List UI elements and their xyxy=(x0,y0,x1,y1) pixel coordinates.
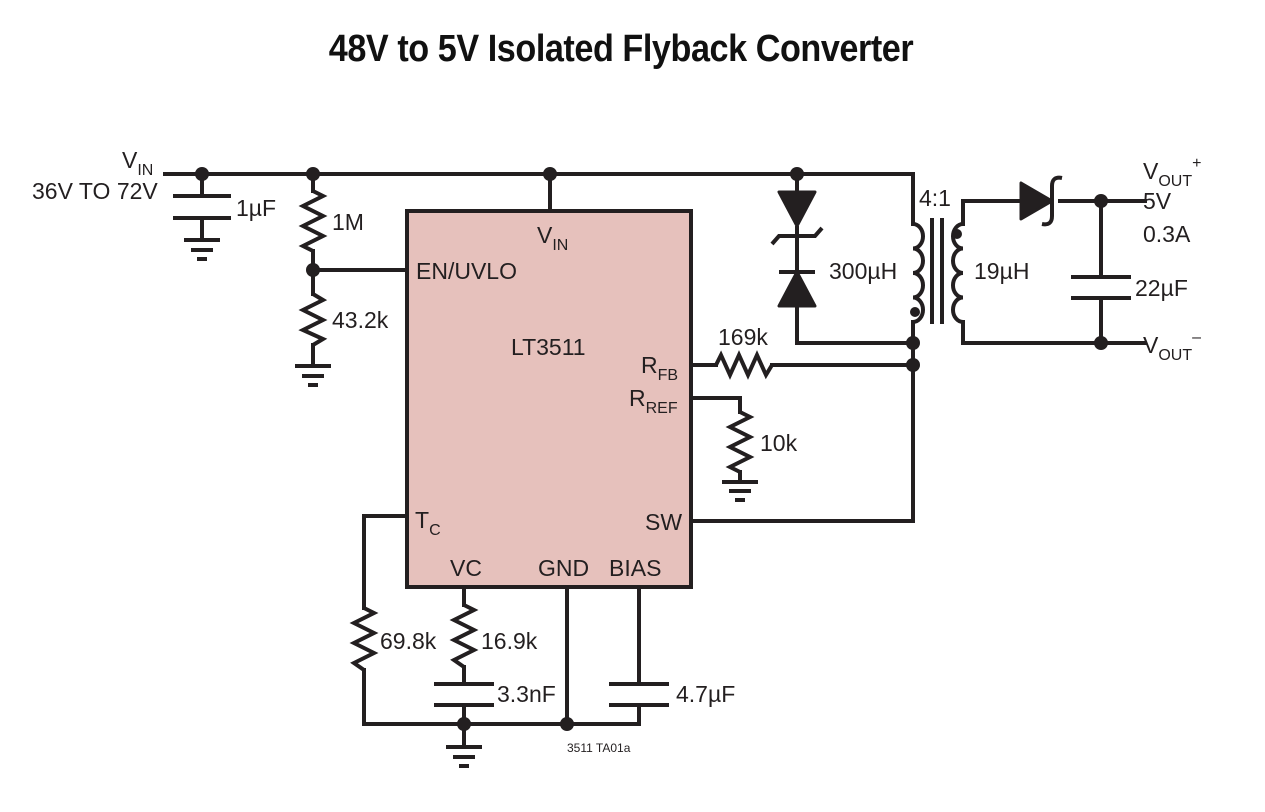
resistor-69k8 xyxy=(349,606,379,672)
vout-plus-label: VOUT+ xyxy=(1143,155,1201,190)
c-in-label: 1µF xyxy=(236,195,276,221)
clamp-diode-icon xyxy=(777,270,817,308)
r-tc-label: 69.8k xyxy=(380,628,437,654)
wires xyxy=(163,172,1147,747)
ground-icon xyxy=(446,745,482,768)
vin-range-label: 36V TO 72V xyxy=(32,178,158,204)
c-bias-label: 4.7µF xyxy=(676,681,735,707)
capacitor-3n3 xyxy=(434,682,494,707)
vout-voltage-label: 5V xyxy=(1143,188,1172,214)
zener-diode-icon xyxy=(770,190,824,272)
primary-l-label: 300µH xyxy=(829,258,897,284)
resistor-10k xyxy=(725,410,755,474)
schottky-diode-icon xyxy=(1019,175,1063,227)
ic-name: LT3511 xyxy=(511,334,586,360)
diagram-title: 48V to 5V Isolated Flyback Converter xyxy=(328,28,914,70)
pin-rfb: RFB xyxy=(641,352,678,384)
pin-gnd: GND xyxy=(538,555,589,581)
figure-id: 3511 TA01a xyxy=(567,741,631,755)
input-capacitor xyxy=(173,194,231,220)
pin-en-uvlo: EN/UVLO xyxy=(416,258,517,284)
r-vc-label: 16.9k xyxy=(481,628,538,654)
vin-label: VIN xyxy=(122,147,153,179)
output-capacitor xyxy=(1071,275,1131,300)
c-vc-label: 3.3nF xyxy=(497,681,556,707)
junction-dots xyxy=(195,167,1108,731)
r-bottom-label: 43.2k xyxy=(332,307,389,333)
resistor-169k xyxy=(714,350,774,380)
r-fb-label: 169k xyxy=(718,324,768,350)
vout-minus-label: VOUT– xyxy=(1143,329,1201,364)
resistor-16k9 xyxy=(449,603,479,669)
secondary-l-label: 19µH xyxy=(974,258,1029,284)
transformer-icon xyxy=(910,218,964,324)
pin-sw: SW xyxy=(645,509,682,535)
pin-rref: RREF xyxy=(629,385,678,417)
r-top-label: 1M xyxy=(332,209,364,235)
c-out-label: 22µF xyxy=(1135,275,1188,301)
pin-bias: BIAS xyxy=(609,555,661,581)
capacitor-4u7 xyxy=(609,682,669,707)
pin-vc: VC xyxy=(450,555,482,581)
resistor-1m xyxy=(298,189,328,253)
ground-icon xyxy=(722,480,758,502)
ground-icon xyxy=(184,238,220,261)
r-ref-label: 10k xyxy=(760,430,798,456)
pin-vin: VIN xyxy=(537,222,568,254)
transformer-ratio-label: 4:1 xyxy=(919,185,951,211)
vout-current-label: 0.3A xyxy=(1143,221,1191,247)
ground-icon xyxy=(295,364,331,387)
labels: VIN 36V TO 72V 1µF 1M 43.2k VIN EN/UVLO … xyxy=(32,147,1201,755)
pin-tc: TC xyxy=(415,507,441,539)
lt3511-ic xyxy=(405,209,693,589)
resistor-43k2 xyxy=(298,292,328,347)
